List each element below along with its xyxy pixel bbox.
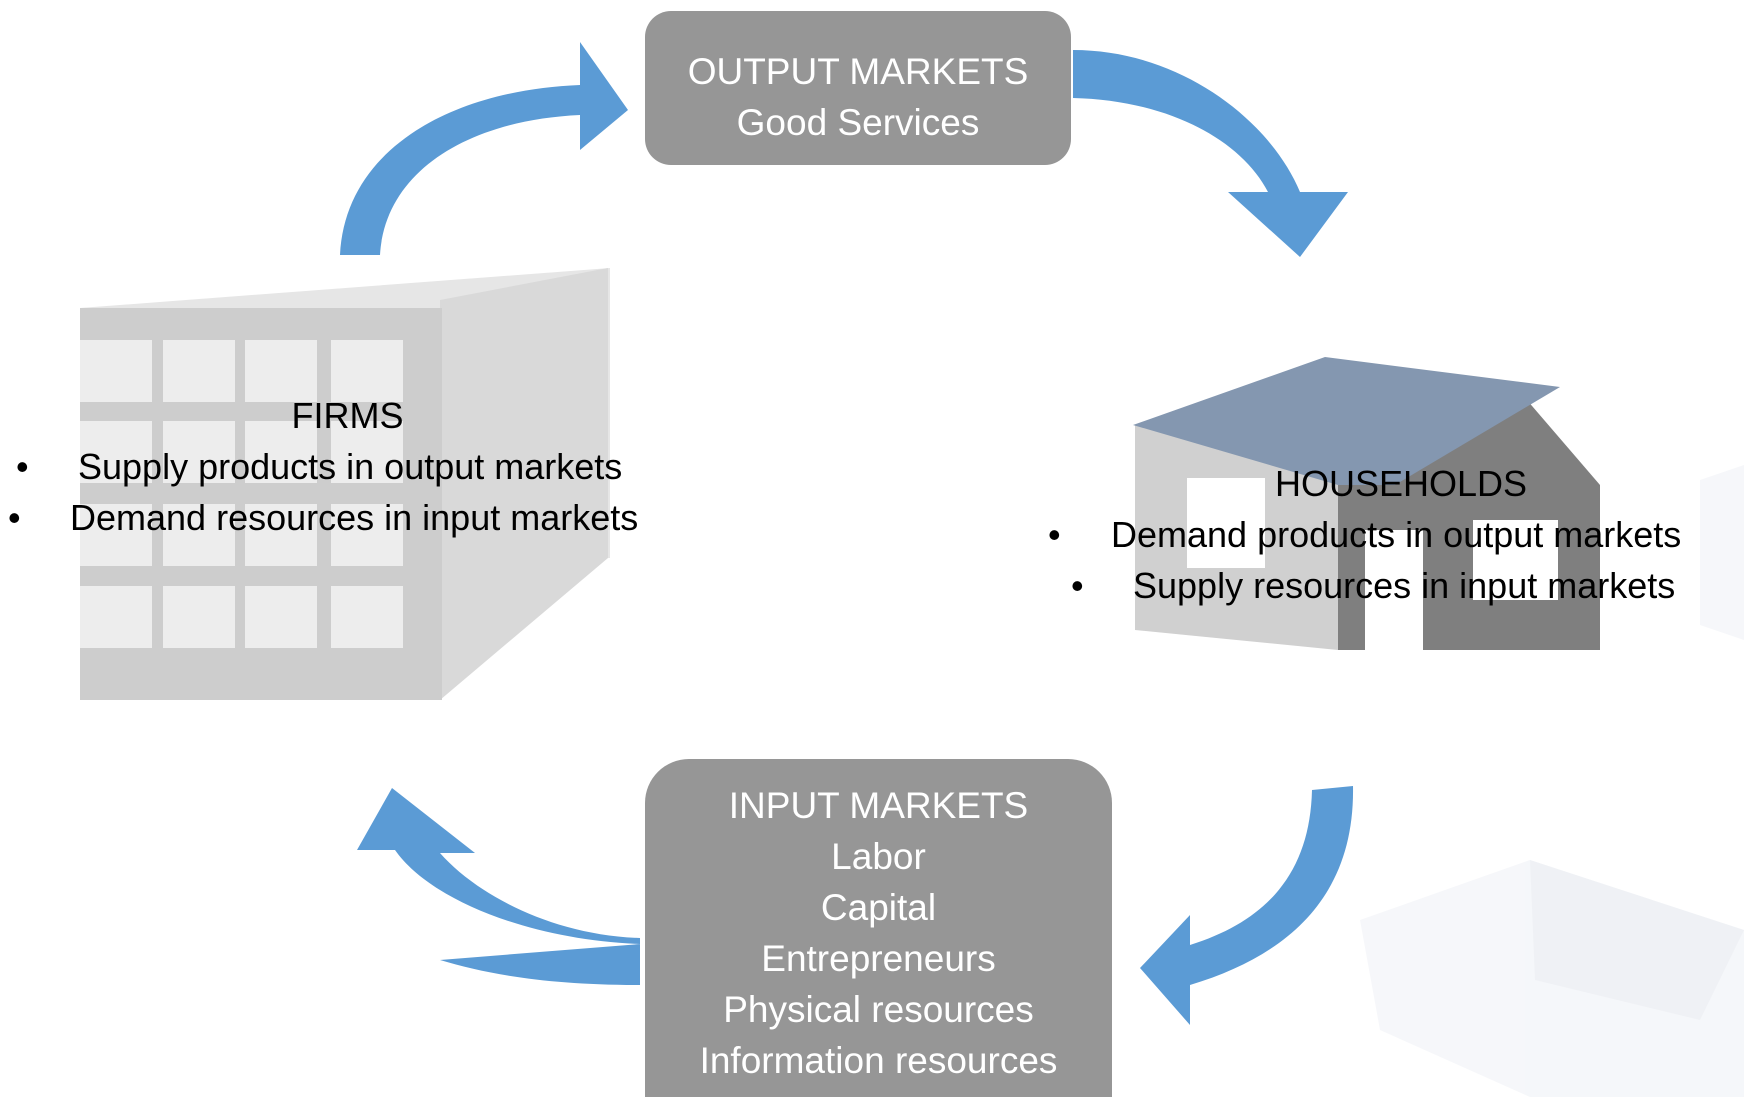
firms-title: FIRMS	[291, 395, 404, 436]
bullet-glyph: •	[16, 446, 29, 487]
flow-arrows	[340, 42, 1354, 1025]
firms-block: FIRMS • Supply products in output market…	[0, 390, 700, 543]
output-markets-subtitle: Good Services	[736, 102, 980, 143]
households-block: HOUSEHOLDS • Demand products in output m…	[1040, 458, 1744, 611]
firms-bullet-item: • Demand resources in input markets	[0, 492, 700, 543]
background-decoration	[1360, 465, 1744, 1097]
households-bullet-item: • Demand products in output markets	[1040, 509, 1744, 560]
firms-bullet-text: Demand resources in input markets	[70, 497, 639, 538]
input-market-item: Information resources	[699, 1040, 1058, 1081]
input-market-item: Entrepreneurs	[761, 938, 996, 979]
households-title: HOUSEHOLDS	[1275, 463, 1528, 504]
input-market-item: Physical resources	[723, 989, 1034, 1030]
bullet-glyph: •	[1071, 565, 1084, 606]
output-markets-box: OUTPUT MARKETS Good Services	[645, 11, 1071, 165]
households-bullet-text: Demand products in output markets	[1111, 514, 1682, 555]
firms-bullet-item: • Supply products in output markets	[0, 441, 700, 492]
bullet-glyph: •	[1048, 514, 1061, 555]
firms-bullet-text: Supply products in output markets	[78, 446, 623, 487]
households-bullet-item: • Supply resources in input markets	[1040, 560, 1744, 611]
input-markets-title: INPUT MARKETS	[728, 785, 1029, 826]
households-bullet-list: • Demand products in output markets • Su…	[1040, 509, 1744, 611]
firms-bullet-list: • Supply products in output markets • De…	[0, 441, 700, 543]
input-markets-box: INPUT MARKETS Labor Capital Entrepreneur…	[645, 759, 1112, 1097]
input-market-item: Labor	[831, 836, 926, 877]
arrow-output-to-households	[1073, 50, 1348, 257]
output-markets-title: OUTPUT MARKETS	[687, 51, 1029, 92]
arrow-input-to-firms	[357, 788, 640, 985]
households-bullet-text: Supply resources in input markets	[1133, 565, 1676, 606]
households-title-row: HOUSEHOLDS	[1040, 458, 1744, 509]
arrow-firms-to-output	[340, 42, 628, 255]
office-building-icon	[80, 268, 610, 700]
input-market-item: Capital	[820, 887, 937, 928]
arrow-households-to-input	[1140, 786, 1354, 1025]
bullet-glyph: •	[8, 497, 21, 538]
house-icon	[1133, 357, 1600, 650]
